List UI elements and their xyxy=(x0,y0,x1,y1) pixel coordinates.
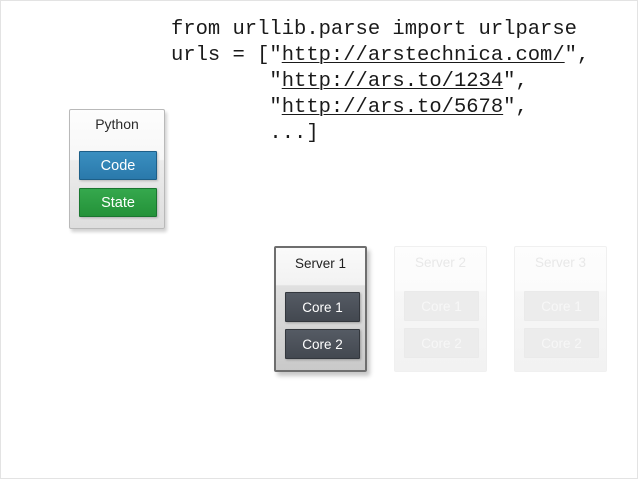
server-2-title: Server 2 xyxy=(414,255,467,270)
server-box-2: Server 2 Core 1 Core 2 xyxy=(394,246,487,372)
code-text: ...] xyxy=(171,122,319,145)
code-url-link[interactable]: http://arstechnica.com/ xyxy=(281,44,565,67)
code-url-link[interactable]: http://ars.to/1234 xyxy=(281,70,504,93)
server-1-core-2: Core 2 xyxy=(285,329,360,359)
server-3-title: Server 3 xyxy=(534,255,587,270)
code-text: ", xyxy=(503,70,528,93)
server-box-3: Server 3 Core 1 Core 2 xyxy=(514,246,607,372)
code-line-1: from urllib.parse import urlparse xyxy=(171,17,589,43)
code-line-2: urls = ["http://arstechnica.com/", xyxy=(171,43,589,69)
code-text: urls = [" xyxy=(171,44,282,67)
code-text: ", xyxy=(503,96,528,119)
server-2-core-1: Core 1 xyxy=(404,291,479,321)
python-chip-code: Code xyxy=(79,151,157,180)
server-1-title: Server 1 xyxy=(294,256,347,271)
server-3-core-2: Core 2 xyxy=(524,328,599,358)
code-text: " xyxy=(171,96,282,119)
code-text: " xyxy=(171,70,282,93)
python-box-title: Python xyxy=(95,116,139,132)
code-line-5: ...] xyxy=(171,121,589,147)
server-1-core-1: Core 1 xyxy=(285,292,360,322)
code-line-4: "http://ars.to/5678", xyxy=(171,95,589,121)
server-box-1: Server 1 Core 1 Core 2 xyxy=(274,246,367,372)
code-line-3: "http://ars.to/1234", xyxy=(171,69,589,95)
server-2-core-2: Core 2 xyxy=(404,328,479,358)
code-url-link[interactable]: http://ars.to/5678 xyxy=(281,96,504,119)
server-3-core-1: Core 1 xyxy=(524,291,599,321)
python-chip-state: State xyxy=(79,188,157,217)
python-runtime-box: Python Code State xyxy=(69,109,165,229)
code-text: from urllib.parse import urlparse xyxy=(171,18,577,41)
code-text: ", xyxy=(564,44,590,67)
